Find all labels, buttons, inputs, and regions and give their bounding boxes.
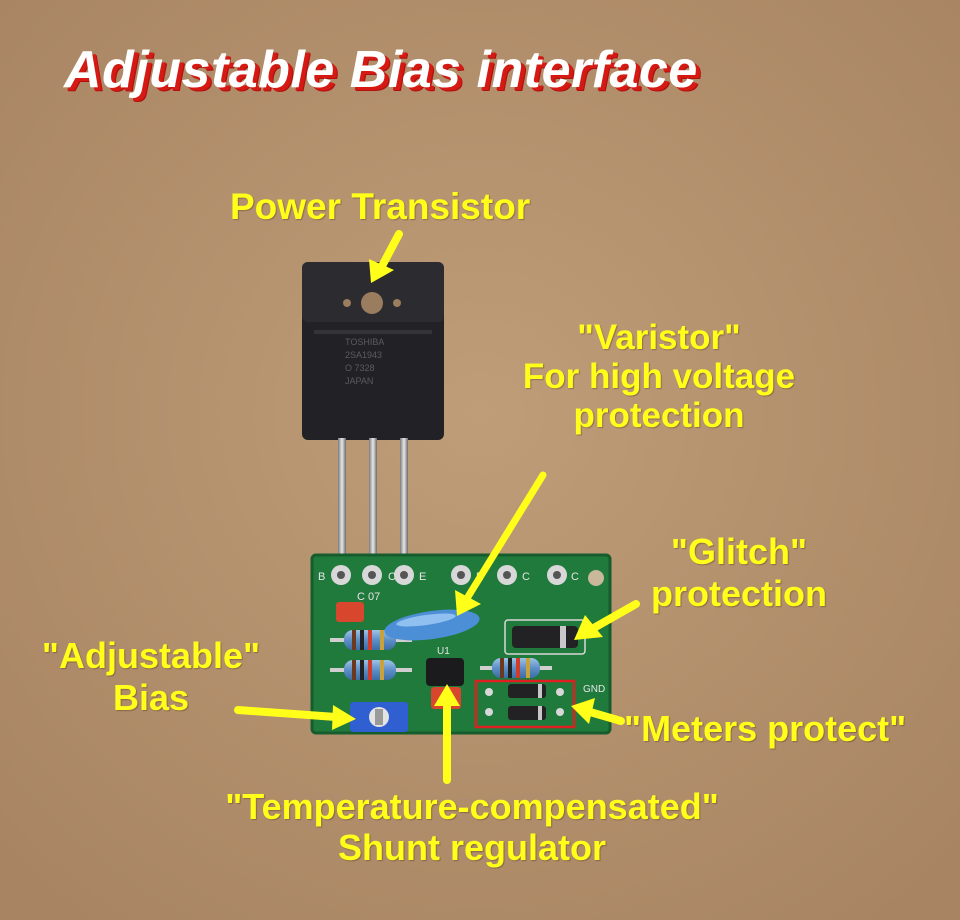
silkscreen-gnd: GND: [583, 684, 605, 695]
transistor-marking-3: O 7328: [345, 363, 375, 373]
adjustable-line-2: Bias: [112, 677, 190, 719]
label-adjustable-bias: "Adjustable" Bias: [18, 635, 284, 720]
varistor-line-1: "Varistor": [577, 318, 741, 357]
temperature-line-2: Shunt regulator: [338, 827, 606, 869]
shunt-regulator-ic: U1: [426, 646, 464, 686]
resistor: [480, 658, 552, 678]
transistor-marking-2: 2SA1943: [345, 350, 382, 360]
red-highlight-box: [474, 679, 576, 729]
pad-label-c: C: [388, 571, 396, 583]
label-meters-protect: "Meters protect": [624, 708, 907, 749]
label-glitch-protection: "Glitch" protection: [636, 531, 842, 616]
transistor-leg: [369, 438, 377, 570]
page-title: Adjustable Bias interface: [64, 41, 698, 99]
power-transistor: TOSHIBA 2SA1943 O 7328 JAPAN: [302, 262, 444, 570]
label-temperature-compensated: "Temperature-compensated" Shunt regulato…: [186, 786, 758, 868]
ic-label: U1: [437, 646, 450, 657]
pad-label-c3: C: [571, 571, 579, 583]
varistor-line-3: protection: [573, 396, 745, 436]
resistor: [330, 630, 412, 650]
bias-trimmer-pot: [350, 702, 408, 732]
pcb-pads: [331, 565, 604, 586]
pad-label-b: B: [318, 571, 325, 583]
meter-protect-diodes: [474, 679, 576, 729]
resistor: [330, 660, 412, 680]
transistor-marking-4: JAPAN: [345, 376, 373, 386]
label-power-transistor: Power Transistor: [230, 186, 531, 227]
varistor: [384, 609, 480, 641]
annotation-arrows: [234, 230, 640, 784]
smd-capacitor-red: [336, 602, 364, 622]
transistor-leg: [400, 438, 408, 570]
silkscreen-c07: C 07: [357, 591, 380, 603]
pad-label-e: E: [419, 571, 426, 583]
glitch-line-2: protection: [651, 573, 827, 615]
label-varistor: "Varistor" For high voltage protection: [496, 318, 822, 436]
transistor-marking-1: TOSHIBA: [345, 337, 384, 347]
pad-label-c2: C: [522, 571, 530, 583]
transistor-leg: [338, 438, 346, 570]
glitch-line-1: "Glitch": [670, 531, 808, 572]
adjustable-line-1: "Adjustable": [41, 635, 261, 676]
pcb-board: B C E E C C C 07 GND: [310, 553, 612, 735]
temperature-line-1: "Temperature-compensated": [225, 786, 719, 827]
varistor-line-2: For high voltage: [522, 357, 796, 397]
transistor-mount-hole: [361, 292, 383, 314]
